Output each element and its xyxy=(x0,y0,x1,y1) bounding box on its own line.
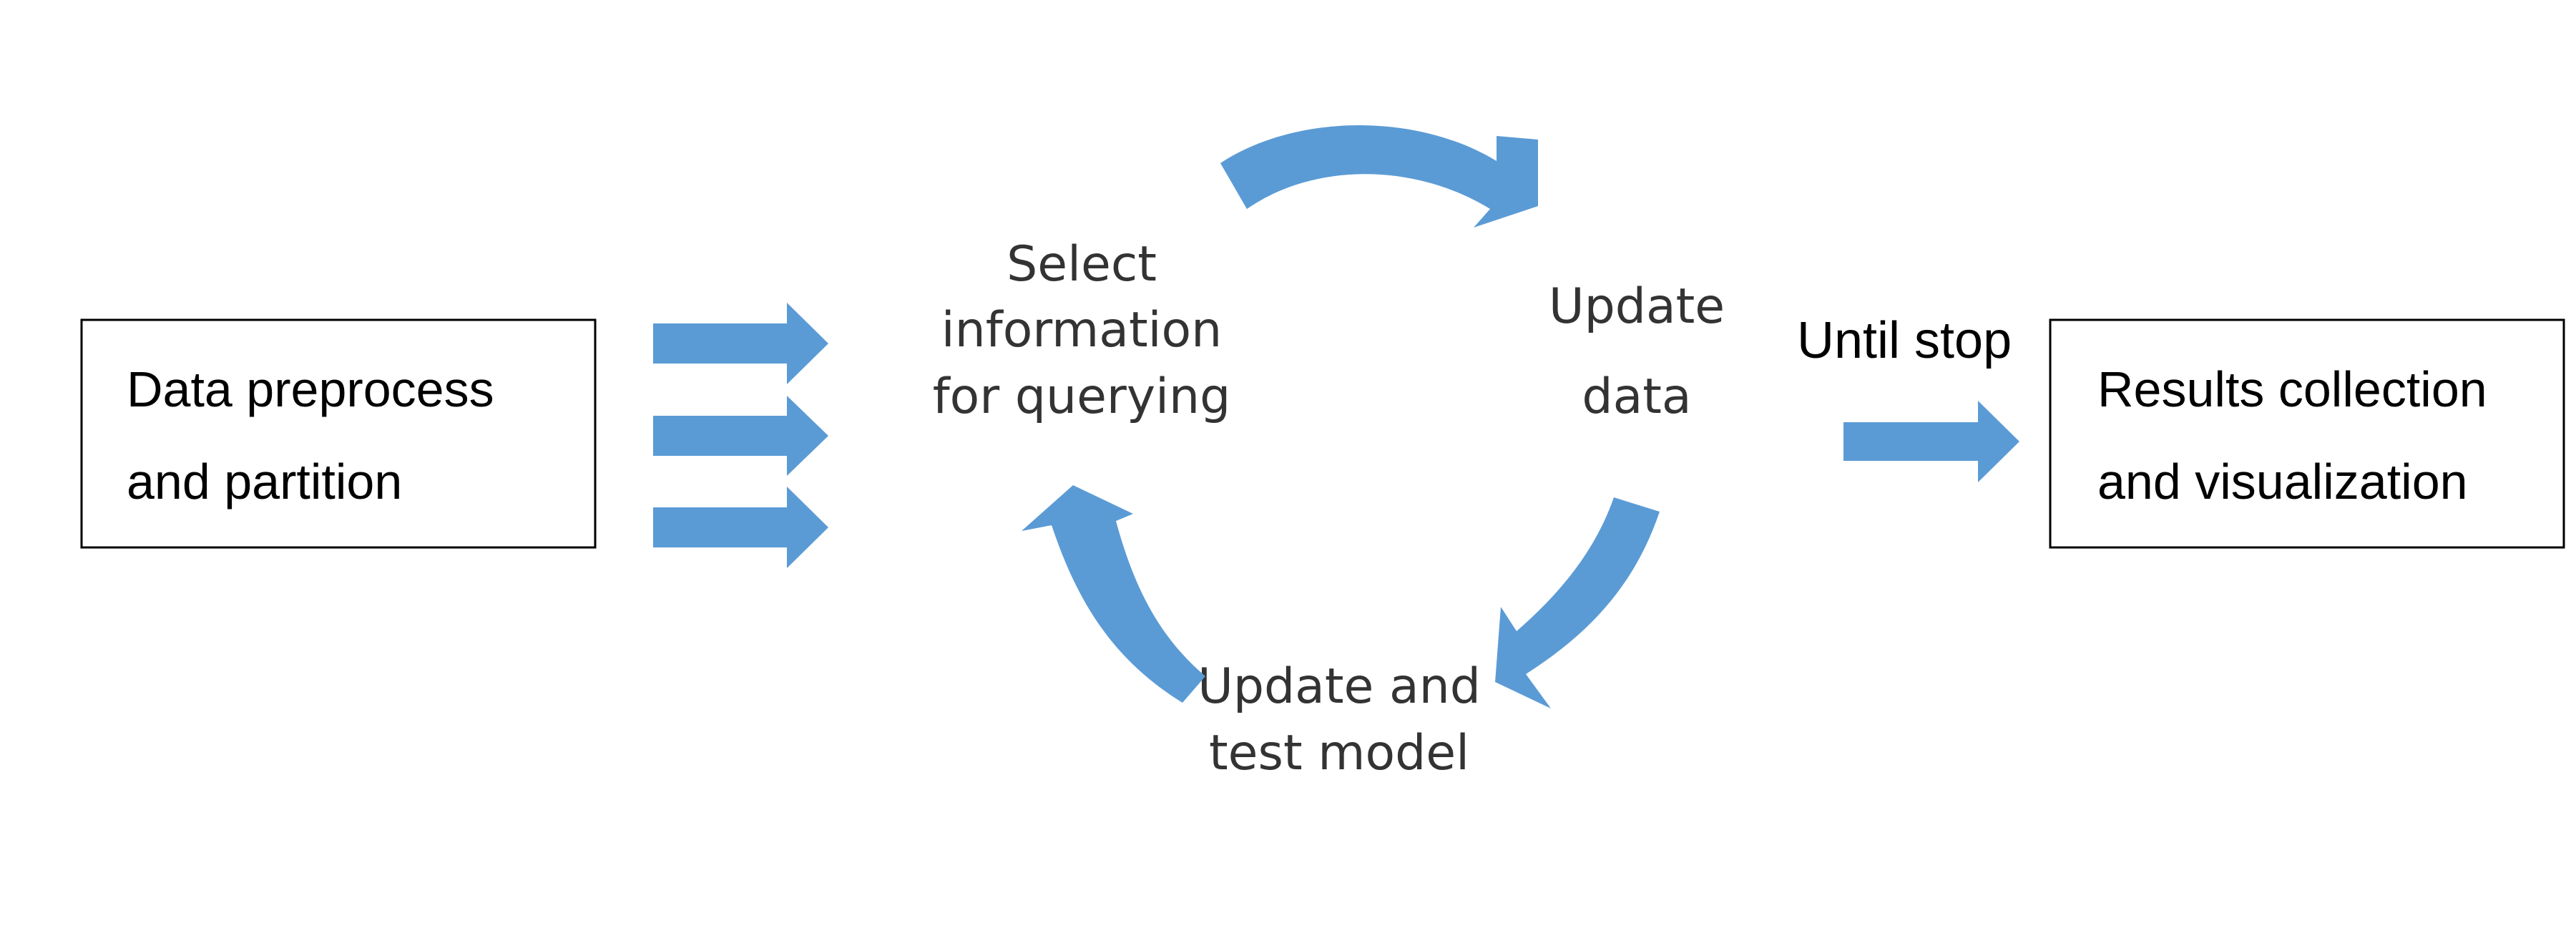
input-arrow-top xyxy=(653,303,828,384)
step-select-line-3: for querying xyxy=(933,369,1231,425)
step-select-information: Select information for querying xyxy=(933,236,1231,425)
step-update-data: Update data xyxy=(1549,278,1725,425)
input-arrows xyxy=(653,303,828,568)
cycle-arrow-right xyxy=(1495,497,1660,708)
cycle-arrow-left xyxy=(1022,485,1205,703)
step-select-line-2: information xyxy=(941,302,1222,359)
cycle-arrow-top xyxy=(1220,125,1538,228)
input-arrow-bottom xyxy=(653,487,828,568)
output-box: Results collection and visualization xyxy=(2049,318,2565,549)
output-box-frame xyxy=(2049,318,2565,549)
output-box-line-2: and visualization xyxy=(2097,454,2468,510)
step-update-model: Update and test model xyxy=(1198,658,1481,781)
input-box: Data preprocess and partition xyxy=(80,318,597,549)
input-box-line-1: Data preprocess xyxy=(127,361,494,417)
output-box-line-1: Results collection xyxy=(2097,361,2487,417)
step-update-model-line-2: test model xyxy=(1209,725,1469,781)
until-stop-label: Until stop xyxy=(1797,312,2012,369)
step-update-data-line-2: data xyxy=(1582,369,1691,425)
input-arrow-middle xyxy=(653,396,828,476)
input-box-line-2: and partition xyxy=(127,454,402,510)
step-select-line-1: Select xyxy=(1007,236,1157,293)
output-arrow xyxy=(1843,401,2019,482)
input-box-frame xyxy=(80,318,597,549)
step-update-data-line-1: Update xyxy=(1549,278,1725,335)
step-update-model-line-1: Update and xyxy=(1198,658,1481,715)
